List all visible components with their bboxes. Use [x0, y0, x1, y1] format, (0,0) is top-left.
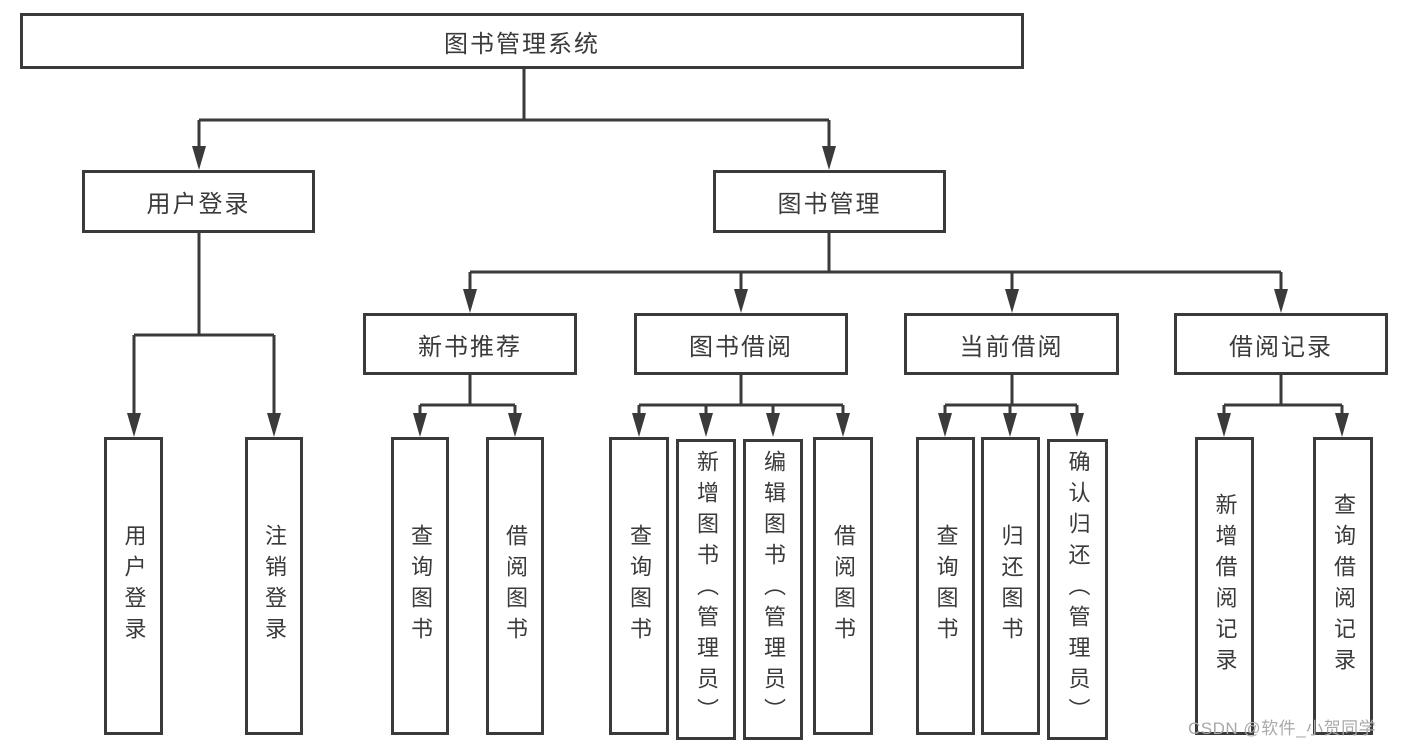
leaf-cb-return-book: 归还图书 [981, 437, 1040, 735]
node-book-borrowing-label: 图书借阅 [689, 333, 793, 361]
leaf-bb-add-book-admin-label: 新增图书（管理员） [694, 450, 719, 729]
leaf-cb-return-book-label: 归还图书 [998, 524, 1024, 648]
node-new-book-recommend: 新书推荐 [363, 313, 577, 375]
node-book-management: 图书管理 [713, 170, 946, 233]
node-borrowing-records: 借阅记录 [1174, 313, 1388, 375]
leaf-user-login-label: 用户登录 [121, 524, 147, 648]
leaf-nb-query-books: 查询图书 [391, 437, 449, 735]
leaf-bb-edit-book-admin-label: 编辑图书（管理员） [761, 450, 786, 729]
node-user-login-group: 用户登录 [82, 170, 315, 233]
arrowheads [127, 146, 1349, 437]
leaf-bb-borrow-books-label: 借阅图书 [831, 524, 856, 648]
leaf-br-add-record: 新增借阅记录 [1195, 437, 1254, 735]
leaf-br-query-record-label: 查询借阅记录 [1331, 493, 1356, 679]
node-current-borrowing: 当前借阅 [904, 313, 1119, 375]
node-current-borrowing-label: 当前借阅 [959, 333, 1064, 361]
leaf-bb-edit-book-admin: 编辑图书（管理员） [743, 439, 803, 740]
leaf-cb-confirm-return-admin-label: 确认归还（管理员） [1065, 450, 1091, 729]
node-book-management-label: 图书管理 [777, 191, 882, 218]
leaf-cb-confirm-return-admin: 确认归还（管理员） [1047, 439, 1108, 740]
leaf-nb-query-books-label: 查询图书 [408, 524, 433, 648]
leaf-bb-query-books-label: 查询图书 [627, 524, 652, 648]
leaf-bb-query-books: 查询图书 [609, 437, 669, 735]
leaf-cb-query-books-label: 查询图书 [933, 524, 959, 648]
node-borrowing-records-label: 借阅记录 [1229, 333, 1333, 361]
leaf-br-add-record-label: 新增借阅记录 [1212, 493, 1238, 679]
csdn-watermark: CSDN @软件_小贺同学 [1188, 719, 1377, 738]
node-book-borrowing: 图书借阅 [634, 313, 848, 375]
leaf-bb-add-book-admin: 新增图书（管理员） [676, 439, 736, 740]
leaf-br-query-record: 查询借阅记录 [1313, 437, 1373, 735]
node-library-system-label: 图书管理系统 [444, 30, 600, 58]
leaf-nb-borrow-books-label: 借阅图书 [503, 524, 528, 648]
leaf-user-login: 用户登录 [104, 437, 163, 735]
leaf-logout: 注销登录 [245, 437, 303, 735]
leaf-bb-borrow-books: 借阅图书 [813, 437, 873, 735]
node-user-login-group-label: 用户登录 [146, 191, 251, 218]
leaf-cb-query-books: 查询图书 [916, 437, 975, 735]
node-library-system: 图书管理系统 [20, 13, 1024, 69]
leaf-nb-borrow-books: 借阅图书 [486, 437, 544, 735]
node-new-book-recommend-label: 新书推荐 [418, 333, 522, 361]
leaf-logout-label: 注销登录 [262, 524, 287, 648]
